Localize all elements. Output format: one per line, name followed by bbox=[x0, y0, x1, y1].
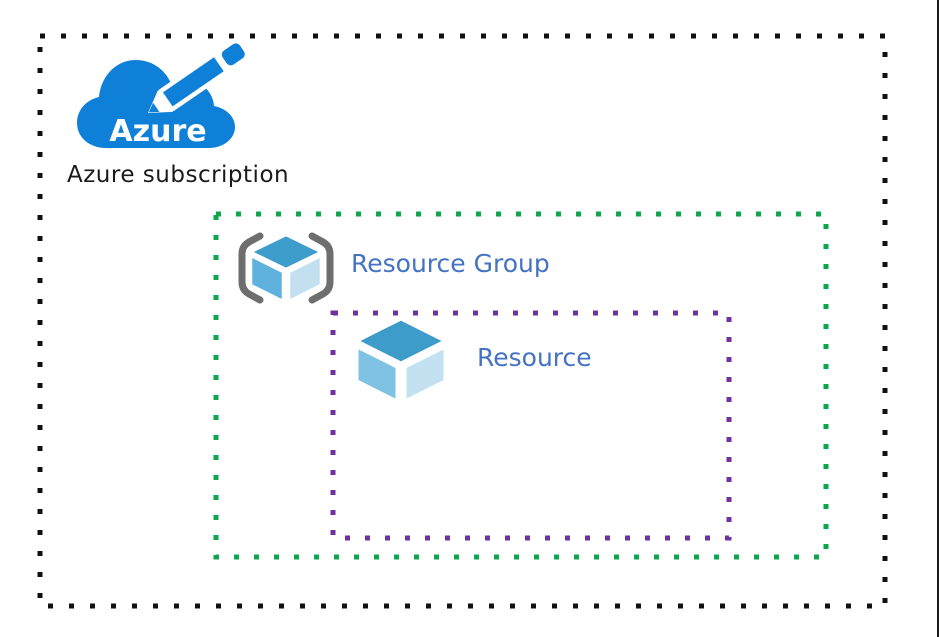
subscription-dotted-border bbox=[37, 33, 888, 609]
cube-glyph bbox=[249, 233, 323, 303]
azure-subscription-boundary: Azure Azure subscription bbox=[37, 33, 888, 609]
resource-group-label: Resource Group bbox=[351, 249, 550, 278]
left-bracket bbox=[238, 232, 264, 304]
pencil-icon bbox=[148, 37, 252, 113]
resource-group-boundary: Resource Group Resource bbox=[213, 211, 829, 560]
right-bracket bbox=[308, 232, 334, 304]
resource-group-cube-brackets-icon bbox=[238, 232, 334, 304]
cube-glyph bbox=[355, 317, 447, 403]
window-edge-line bbox=[937, 0, 939, 637]
subscription-label: Azure subscription bbox=[67, 162, 290, 188]
resource-cube-icon bbox=[355, 317, 447, 403]
azure-logo-text: Azure bbox=[109, 114, 206, 149]
azure-cloud-pencil-icon: Azure bbox=[77, 37, 252, 149]
resource-label: Resource bbox=[477, 343, 592, 372]
resource-boundary: Resource bbox=[330, 310, 732, 541]
resource-group-dotted-border bbox=[213, 211, 829, 560]
